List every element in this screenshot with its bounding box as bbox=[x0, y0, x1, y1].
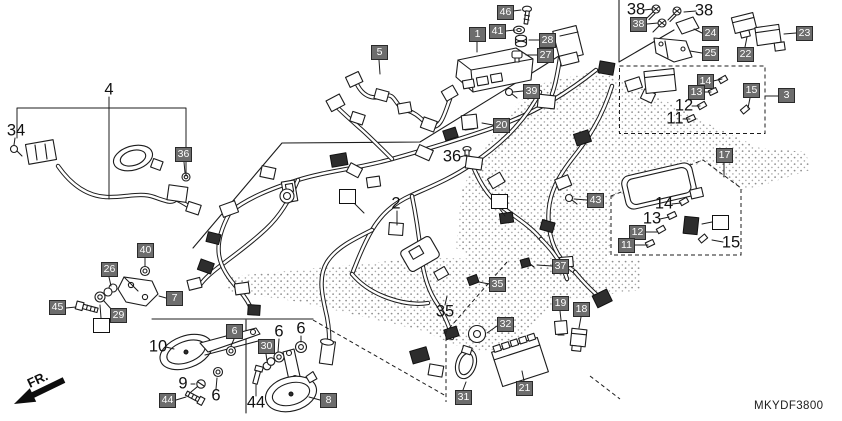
callout-10[interactable]: 10 bbox=[148, 337, 168, 356]
callout-38-boxed[interactable]: 38 bbox=[630, 17, 647, 32]
empty-callout-box-4[interactable] bbox=[93, 318, 110, 333]
callout-36-plain[interactable]: 36 bbox=[442, 147, 462, 166]
callout-24[interactable]: 24 bbox=[702, 26, 719, 41]
callout-4[interactable]: 4 bbox=[104, 80, 114, 99]
callout-23[interactable]: 23 bbox=[796, 26, 813, 41]
fr-direction-arrow bbox=[14, 377, 66, 404]
callout-22[interactable]: 22 bbox=[737, 47, 754, 62]
sub-harness-4 bbox=[9, 139, 202, 216]
callout-31[interactable]: 31 bbox=[455, 390, 472, 405]
callout-26[interactable]: 26 bbox=[101, 262, 118, 277]
callout-28[interactable]: 28 bbox=[539, 33, 556, 48]
callout-5[interactable]: 5 bbox=[371, 45, 388, 60]
callout-8[interactable]: 8 bbox=[320, 393, 337, 408]
callout-34[interactable]: 34 bbox=[6, 121, 26, 140]
callout-7[interactable]: 7 bbox=[166, 291, 183, 306]
callout-46[interactable]: 46 bbox=[497, 5, 514, 20]
callout-40[interactable]: 40 bbox=[137, 243, 154, 258]
sub-harness-5 bbox=[344, 70, 459, 133]
callout-11-plain[interactable]: 11 bbox=[666, 109, 684, 128]
callout-15-boxed[interactable]: 15 bbox=[743, 83, 760, 98]
callout-37[interactable]: 37 bbox=[552, 259, 569, 274]
callout-30[interactable]: 30 bbox=[258, 339, 275, 354]
left-mount-group bbox=[74, 265, 159, 314]
callout-21[interactable]: 21 bbox=[516, 381, 533, 396]
top-right-parts-group bbox=[646, 4, 786, 63]
callout-3[interactable]: 3 bbox=[778, 88, 795, 103]
callout-35-plain[interactable]: 35 bbox=[435, 302, 455, 321]
callout-36-boxed[interactable]: 36 bbox=[175, 147, 192, 162]
diagram-code: MKYDF3800 bbox=[754, 400, 824, 412]
callout-27[interactable]: 27 bbox=[537, 48, 554, 63]
callout-38-a[interactable]: 38 bbox=[626, 0, 646, 19]
callout-12-plain[interactable]: 12 bbox=[674, 96, 694, 115]
callout-12-boxed[interactable]: 12 bbox=[629, 225, 646, 240]
horn-left-assembly bbox=[159, 319, 447, 406]
callout-6-a[interactable]: 6 bbox=[211, 386, 221, 405]
horn-right-assembly bbox=[252, 340, 318, 413]
main-wire-harness bbox=[186, 24, 657, 378]
callout-35-boxed[interactable]: 35 bbox=[489, 277, 506, 292]
callout-11-boxed[interactable]: 11 bbox=[618, 238, 635, 253]
ecu-unit-1 bbox=[455, 5, 534, 131]
empty-callout-box-2[interactable] bbox=[491, 194, 508, 209]
fuse-box-17-detail bbox=[610, 159, 742, 256]
callout-20[interactable]: 20 bbox=[493, 118, 510, 133]
callout-45[interactable]: 45 bbox=[49, 300, 66, 315]
callout-29[interactable]: 29 bbox=[110, 308, 127, 323]
callout-32[interactable]: 32 bbox=[497, 317, 514, 332]
callout-9[interactable]: 9 bbox=[178, 374, 188, 393]
empty-callout-box-3[interactable] bbox=[712, 215, 729, 230]
callout-41[interactable]: 41 bbox=[489, 24, 506, 39]
callout-19[interactable]: 19 bbox=[552, 296, 569, 311]
callout-6-b[interactable]: 6 bbox=[274, 322, 284, 341]
callout-13-boxed[interactable]: 13 bbox=[688, 85, 705, 100]
fuse-box-3-detail bbox=[619, 65, 766, 134]
callout-18[interactable]: 18 bbox=[573, 302, 590, 317]
callout-14-plain[interactable]: 14 bbox=[654, 194, 674, 213]
callout-44-boxed[interactable]: 44 bbox=[159, 393, 176, 408]
callout-38-b[interactable]: 38 bbox=[694, 1, 714, 20]
callout-leader-lines bbox=[13, 8, 797, 401]
stipple-shading bbox=[226, 70, 810, 352]
callout-1[interactable]: 1 bbox=[469, 27, 486, 42]
callout-39[interactable]: 39 bbox=[523, 84, 540, 99]
callout-6-boxed[interactable]: 6 bbox=[226, 324, 243, 339]
callout-25[interactable]: 25 bbox=[702, 46, 719, 61]
callout-17[interactable]: 17 bbox=[716, 148, 733, 163]
bottom-right-parts-group bbox=[445, 261, 621, 402]
empty-callout-box-1[interactable] bbox=[339, 189, 356, 204]
callout-2[interactable]: 2 bbox=[391, 194, 401, 213]
callout-43[interactable]: 43 bbox=[587, 193, 604, 208]
callout-13-plain[interactable]: 13 bbox=[642, 209, 662, 228]
callout-6-c[interactable]: 6 bbox=[296, 319, 306, 338]
callout-44-plain[interactable]: 44 bbox=[246, 393, 266, 412]
callout-15-plain[interactable]: 15 bbox=[721, 233, 741, 252]
